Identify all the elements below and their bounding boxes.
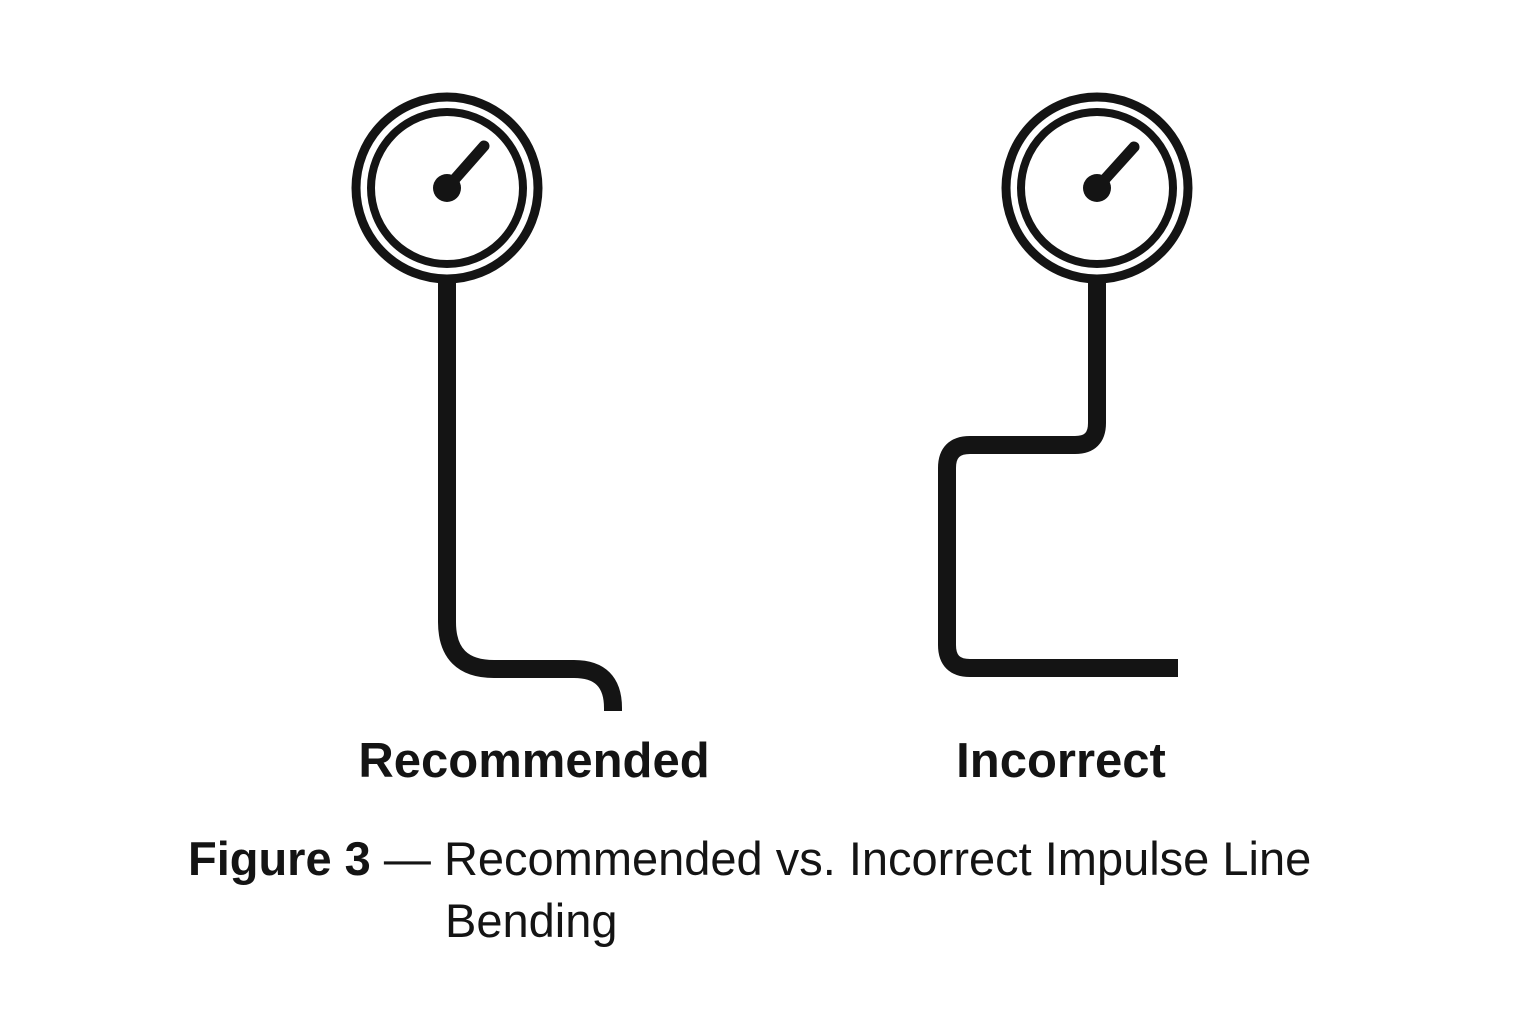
figure-caption: Figure 3 — Recommended vs. Incorrect Imp…	[188, 828, 1405, 952]
incorrect-panel	[938, 92, 1193, 677]
gauge-needle-hub	[1083, 174, 1111, 202]
recommended-panel	[351, 92, 622, 717]
recommended-label: Recommended	[358, 734, 710, 788]
gauge-needle-hub	[433, 174, 461, 202]
impulse-line-sharp-bends	[938, 279, 1178, 677]
impulse-line-smooth-bend	[438, 279, 622, 717]
pressure-gauge-icon	[351, 92, 543, 284]
pressure-gauge-icon	[1001, 92, 1193, 284]
figure-caption-number: Figure 3	[188, 832, 371, 885]
incorrect-label: Incorrect	[956, 734, 1166, 788]
figure-caption-separator: —	[383, 832, 431, 885]
figure-caption-text: Recommended vs. Incorrect Impulse Line B…	[443, 832, 1312, 948]
